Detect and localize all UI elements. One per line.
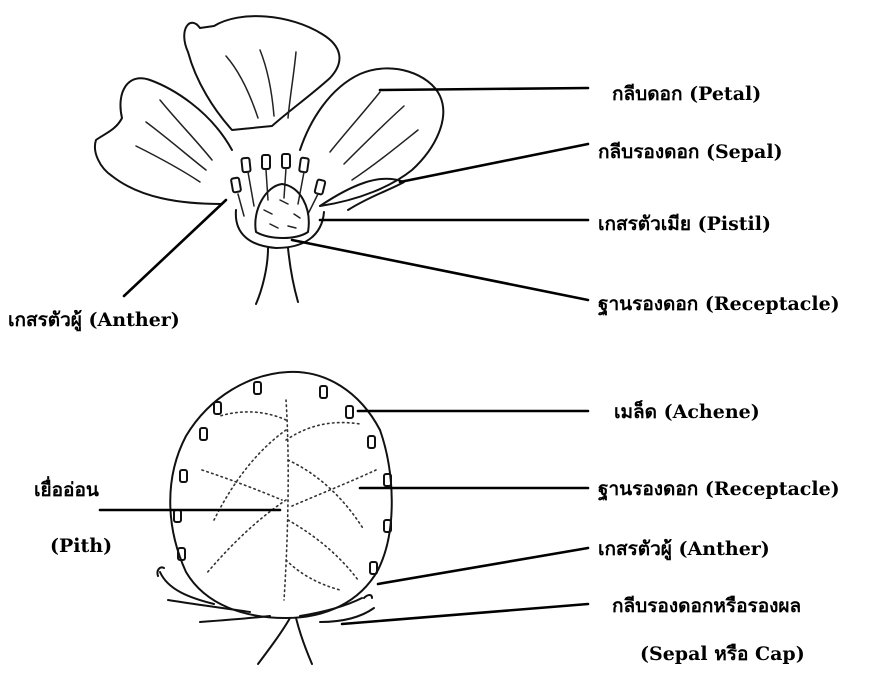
- berry-outline: [170, 372, 392, 618]
- label-fruit-receptacle: ฐานรองดอก (Receptacle): [598, 478, 840, 502]
- label-sepal: กลีบรองดอก (Sepal): [598, 141, 783, 163]
- leader-anther: [124, 200, 226, 296]
- leader-fruit-anther: [378, 548, 588, 584]
- petal-left: [95, 78, 232, 204]
- leader-cap: [342, 604, 588, 624]
- label-anther: เกสรตัวผู้ (Anther): [8, 309, 180, 332]
- label-cap-line2: (Sepal หรือ Cap): [640, 643, 805, 665]
- label-petal: กลีบดอก (Petal): [612, 83, 761, 105]
- label-cap-line1: กลีบรองดอกหรือรองผล: [612, 595, 801, 617]
- label-pith-line2: (Pith): [50, 535, 112, 557]
- leader-sepal: [400, 144, 588, 182]
- leader-petal: [380, 88, 588, 90]
- label-achene: เมล็ด (Achene): [614, 399, 760, 423]
- label-fruit-anther: เกสรตัวผู้ (Anther): [598, 538, 770, 561]
- fruit-illustration: [157, 372, 391, 664]
- labels: กลีบดอก (Petal) กลีบรองดอก (Sepal) เกสรต…: [8, 83, 840, 665]
- leader-lines: [100, 88, 588, 624]
- flower-stem: [256, 248, 298, 304]
- receptacle-cup: [236, 210, 324, 248]
- leader-receptacle: [292, 240, 588, 300]
- petal-back: [184, 16, 339, 130]
- label-receptacle: ฐานรองดอก (Receptacle): [598, 293, 840, 317]
- label-pistil: เกสรตัวเมีย (Pistil): [598, 213, 771, 235]
- label-pith-line1: เยื่ออ่อน: [34, 476, 99, 501]
